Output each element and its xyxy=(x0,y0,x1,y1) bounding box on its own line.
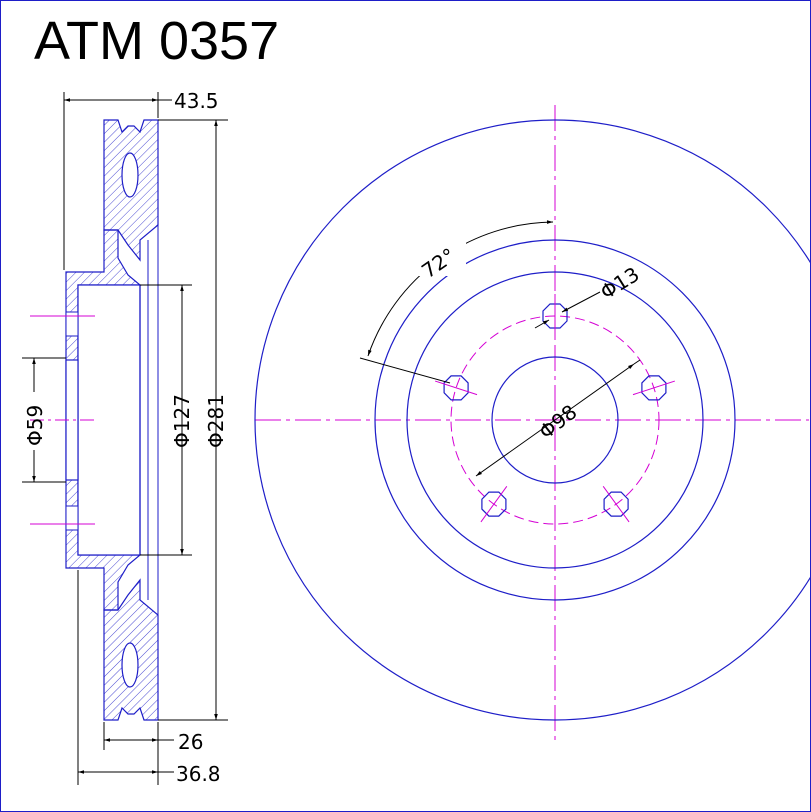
lower-bolt-hole-section xyxy=(65,505,79,531)
bolt-hole-centerline xyxy=(435,380,478,396)
dim-outer-diameter: Φ281 xyxy=(204,394,228,448)
hat-inner-edge xyxy=(406,271,704,569)
dim-bolt-hole: Φ13 xyxy=(596,262,644,304)
angle-extension xyxy=(359,357,451,384)
bolt-hole-centerline xyxy=(632,380,675,396)
hat-outer-edge xyxy=(374,239,736,601)
lower-vent-slot xyxy=(121,642,139,688)
bolt-hole xyxy=(603,491,629,517)
dim-line-bolt-hole xyxy=(534,319,550,329)
bolt-hole xyxy=(443,375,469,401)
dim-line-bolt-circle xyxy=(475,363,635,477)
upper-bolt-hole-section xyxy=(65,311,79,337)
dim-center-bore: Φ59 xyxy=(23,405,47,446)
bolt-hole xyxy=(481,491,507,517)
upper-vent-slot xyxy=(121,152,139,198)
bolt-hole-centerline xyxy=(480,486,508,523)
outer-disc-edge xyxy=(254,119,811,721)
dim-hub-height: 43.5 xyxy=(174,89,219,113)
bolt-holes xyxy=(435,294,675,523)
dim-pilot-diameter: Φ127 xyxy=(170,394,194,448)
side-section-view: 43.5 Φ281 Φ127 Φ59 26 36.8 xyxy=(22,89,228,786)
front-view: Φ98 Φ13 72° xyxy=(254,105,811,740)
dim-disc-thickness: 26 xyxy=(178,730,203,754)
bolt-hole xyxy=(641,375,667,401)
bolt-hole-centerline xyxy=(602,486,630,523)
dim-overall-width: 36.8 xyxy=(176,762,221,786)
part-number-title: ATM 0357 xyxy=(34,11,280,71)
